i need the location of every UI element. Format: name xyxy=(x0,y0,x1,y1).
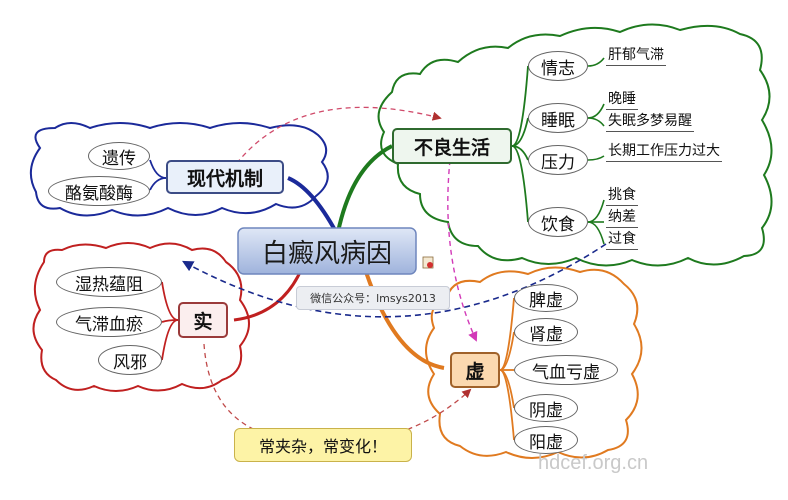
relation-overeating-to-excess xyxy=(182,243,607,318)
detail-picky-eating[interactable]: 挑食 xyxy=(606,184,638,206)
leaf-qi-stagnation-blood-stasis[interactable]: 气滞血瘀 xyxy=(56,307,162,337)
leaf-qi-blood-deficiency[interactable]: 气血亏虚 xyxy=(514,355,618,385)
sub-branches-lifestyle xyxy=(511,65,529,223)
sub-branches-modern xyxy=(149,159,167,191)
detail-late-sleep[interactable]: 晚睡 xyxy=(606,88,638,110)
leaf-stress[interactable]: 压力 xyxy=(528,145,588,175)
leaf-tyrosinase[interactable]: 酪氨酸酶 xyxy=(48,176,150,206)
leaf-wind-evil[interactable]: 风邪 xyxy=(98,345,162,375)
topic-unhealthy-lifestyle[interactable]: 不良生活 xyxy=(392,128,512,164)
relation-lifestyle-to-deficiency xyxy=(447,159,478,342)
central-topic-box xyxy=(237,227,417,275)
leaf-kidney-deficiency[interactable]: 肾虚 xyxy=(514,318,578,346)
leaf-emotion[interactable]: 情志 xyxy=(528,51,588,81)
leaf-diet[interactable]: 饮食 xyxy=(528,207,588,237)
leaf-yin-deficiency[interactable]: 阴虚 xyxy=(514,394,578,422)
detail-poor-appetite[interactable]: 纳差 xyxy=(606,206,638,228)
cloud-unhealthy-lifestyle xyxy=(377,23,773,267)
relation-modern-to-lifestyle xyxy=(225,106,442,179)
topic-excess[interactable]: 实 xyxy=(178,302,228,338)
leaf-sleep[interactable]: 睡眠 xyxy=(528,103,588,133)
leaf-genetics[interactable]: 遗传 xyxy=(88,142,150,170)
watermark: hdcef.org.cn xyxy=(538,452,649,474)
leaf-connectors-lifestyle xyxy=(587,57,605,245)
note-mixed-changing[interactable]: 常夹杂，常变化！ xyxy=(234,428,412,462)
detail-liver-qi-stagnation[interactable]: 肝郁气滞 xyxy=(606,44,666,66)
detail-long-term-stress[interactable]: 长期工作压力过大 xyxy=(606,140,722,162)
note-icon xyxy=(422,256,434,269)
detail-overeating[interactable]: 过食 xyxy=(606,228,638,250)
wechat-caption: 微信公众号：lmsys2013 xyxy=(296,286,450,310)
central-topic[interactable]: 白癜风病因 xyxy=(261,238,392,269)
relation-excess-to-deficiency-via-note xyxy=(203,343,472,444)
leaf-spleen-deficiency[interactable]: 脾虚 xyxy=(514,284,578,312)
sub-branches-deficiency xyxy=(499,297,515,441)
branch-unhealthy-lifestyle xyxy=(336,144,393,233)
topic-deficiency[interactable]: 虚 xyxy=(450,352,500,388)
branch-modern-mechanism xyxy=(287,176,338,233)
topic-modern-mechanism[interactable]: 现代机制 xyxy=(166,160,284,194)
leaf-yang-deficiency[interactable]: 阳虚 xyxy=(514,426,578,454)
detail-insomnia[interactable]: 失眠多梦易醒 xyxy=(606,110,694,132)
sub-branches-excess xyxy=(161,281,179,361)
leaf-damp-heat[interactable]: 湿热蕴阻 xyxy=(56,267,162,297)
branch-excess xyxy=(233,267,304,322)
